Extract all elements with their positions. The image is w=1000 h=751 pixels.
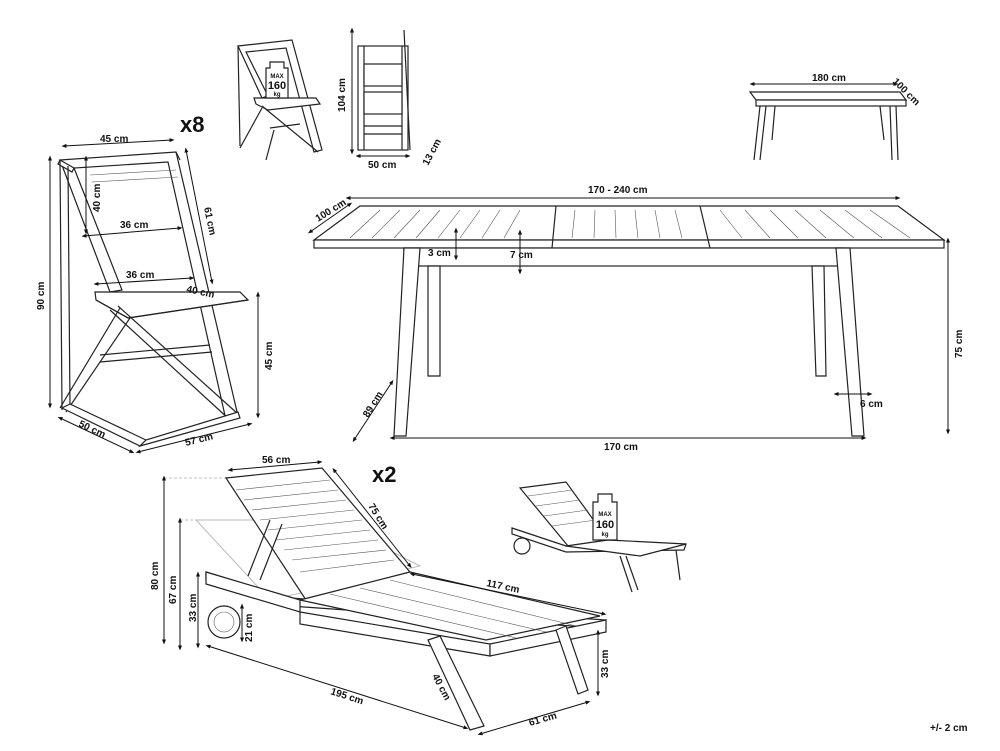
chair-folded-drawing bbox=[357, 29, 411, 151]
chair-max-label: MAX bbox=[270, 74, 283, 80]
chair-folded-depth-label: 13 cm bbox=[421, 137, 444, 167]
chair-max-value: 160 bbox=[268, 80, 286, 92]
chair-back-width-label: 45 cm bbox=[100, 134, 128, 145]
chair-back-side-label: 61 cm bbox=[201, 206, 218, 236]
lounger-wheel-diameter-label: 21 cm bbox=[244, 614, 255, 642]
chair-seat-height-label: 45 cm bbox=[264, 342, 275, 370]
lounger-leg-height-label: 33 cm bbox=[600, 650, 611, 678]
chair-base-depth-label: 57 cm bbox=[184, 431, 214, 449]
chair-quantity: x8 bbox=[180, 112, 204, 137]
table-small-length-label: 180 cm bbox=[812, 73, 846, 84]
table-leg-span-label: 89 cm bbox=[361, 390, 385, 420]
chair-small-drawing bbox=[237, 39, 323, 161]
table-top-thickness-label: 3 cm bbox=[428, 248, 451, 259]
chair-folded-height-label: 104 cm bbox=[337, 78, 348, 112]
chair-max-unit: kg bbox=[273, 92, 280, 98]
table-apron-height-label: 7 cm bbox=[510, 250, 533, 261]
chair-total-height-label: 90 cm bbox=[36, 282, 47, 310]
table-base-length-label: 170 cm bbox=[604, 442, 638, 453]
chair-folded-width-label: 50 cm bbox=[368, 160, 396, 171]
lounger-mid-height-label: 67 cm bbox=[168, 576, 179, 604]
lounger-total-length-label: 195 cm bbox=[329, 686, 365, 707]
lounger-width-label: 61 cm bbox=[528, 710, 558, 728]
table-extended-length-label: 170 - 240 cm bbox=[588, 185, 648, 196]
lounger-small-drawing bbox=[511, 481, 687, 593]
table-leg-thickness-label: 6 cm bbox=[860, 399, 883, 410]
chair-back-inner-width-label: 36 cm bbox=[120, 220, 148, 231]
chair-seat-width-label: 36 cm bbox=[126, 270, 154, 281]
table-small-drawing bbox=[748, 91, 908, 161]
lounger-max-label: MAX bbox=[598, 512, 611, 518]
lounger-max-unit: kg bbox=[601, 532, 608, 538]
table-drawing bbox=[312, 205, 946, 437]
lounger-back-width-label: 56 cm bbox=[262, 455, 290, 466]
lounger-quantity: x2 bbox=[372, 462, 396, 487]
lounger-max-value: 160 bbox=[596, 519, 614, 531]
tolerance-note: +/- 2 cm bbox=[930, 723, 968, 734]
lounger-seat-height-label: 33 cm bbox=[188, 594, 199, 622]
table-height-label: 75 cm bbox=[954, 330, 965, 358]
lounger-max-height-label: 80 cm bbox=[150, 562, 161, 590]
chair-back-height-label: 40 cm bbox=[92, 184, 103, 212]
